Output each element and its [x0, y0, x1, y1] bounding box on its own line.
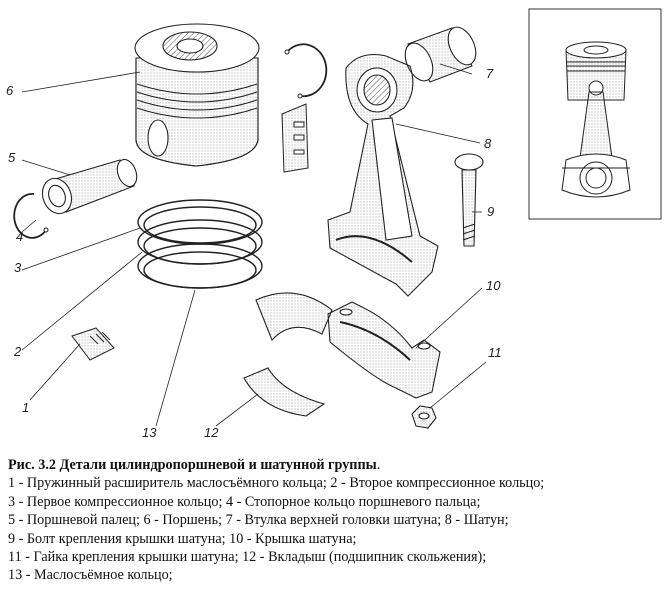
callout-7: 7: [486, 66, 494, 81]
caption-line-4: 9 - Болт крепления крышки шатуна; 10 - К…: [8, 530, 357, 547]
callout-8: 8: [484, 136, 492, 151]
rod-cap: [327, 301, 441, 399]
piston-rings: [137, 199, 263, 289]
figure-caption: Рис. 3.2 Детали цилиндропоршневой и шату…: [8, 456, 666, 585]
callout-5: 5: [8, 150, 16, 165]
bearing-shell: [243, 367, 326, 417]
connecting-rod: [327, 53, 439, 297]
caption-line-2: 3 - Первое компрессионное кольцо; 4 - Ст…: [8, 493, 481, 510]
callout-2: 2: [13, 344, 22, 359]
leader-lines: [21, 63, 487, 427]
caption-title-line: Рис. 3.2 Детали цилиндропоршневой и шату…: [8, 456, 666, 474]
callout-4: 4: [16, 229, 23, 244]
bushing: [404, 26, 477, 83]
caption-line-6: 13 - Маслосъёмное кольцо;: [8, 567, 173, 584]
ring-section-detail: [281, 103, 309, 173]
callout-1: 1: [22, 400, 29, 415]
callout-9: 9: [487, 204, 494, 219]
piston-pin: [41, 158, 138, 215]
caption-line-3: 5 - Поршневой палец; 6 - Поршень; 7 - Вт…: [8, 512, 509, 529]
callout-6: 6: [6, 83, 14, 98]
callout-11: 11: [488, 345, 502, 360]
callout-10: 10: [486, 278, 501, 293]
caption-title-end: .: [376, 457, 381, 473]
assembly-inset: [528, 8, 662, 220]
retaining-ring: [13, 193, 49, 239]
callout-3: 3: [14, 260, 22, 275]
callout-13: 13: [142, 425, 157, 440]
caption-title: Рис. 3.2 Детали цилиндропоршневой и шату…: [8, 457, 377, 473]
callout-labels: 6 5 4 3 2 1 13 12 7 8 9 10 11: [6, 66, 502, 440]
retaining-ring-right: [284, 43, 328, 99]
callout-12: 12: [204, 425, 219, 440]
spring-expander: [71, 327, 115, 361]
nut: [411, 405, 437, 429]
inset-piston: [565, 41, 627, 101]
caption-line-5: 11 - Гайка крепления крышки шатуна; 12 -…: [8, 549, 487, 566]
inset-connecting-rod: [561, 91, 631, 198]
bearing-shell-upper: [255, 292, 333, 342]
parts-illustration: 6 5 4 3 2 1 13 12 7 8 9 10 11: [6, 8, 662, 440]
caption-line-1: 1 - Пружинный расширитель маслосъёмного …: [8, 475, 545, 492]
piston: [134, 23, 260, 167]
bolt: [454, 153, 484, 247]
